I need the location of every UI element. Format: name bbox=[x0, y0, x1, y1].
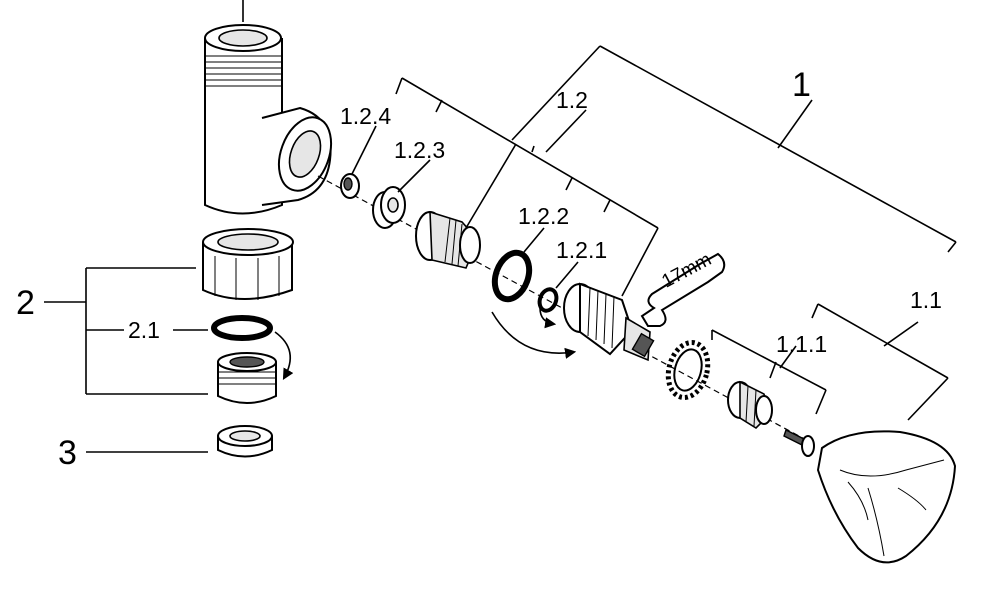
cartridge-part bbox=[415, 210, 481, 269]
label-1-2: 1.2 bbox=[556, 87, 588, 113]
o-ring-1-2-1 bbox=[537, 287, 559, 313]
label-1-1-1: 1.1.1 bbox=[776, 331, 827, 357]
o-ring-1-2-2 bbox=[491, 249, 533, 303]
handle-1-1 bbox=[816, 430, 957, 564]
valve-spindle bbox=[491, 282, 655, 362]
tee-body bbox=[204, 0, 333, 215]
screw bbox=[783, 429, 815, 457]
threaded-insert bbox=[217, 331, 294, 404]
union-nut bbox=[202, 228, 294, 300]
bracket-lines bbox=[351, 45, 957, 421]
serrated-ring bbox=[665, 340, 711, 400]
label-1-2-1: 1.2.1 bbox=[556, 237, 607, 263]
wrench-17mm-icon: 17mm bbox=[640, 249, 726, 327]
left-leader-lines bbox=[44, 267, 208, 453]
adapter-1-1-1 bbox=[727, 380, 773, 430]
washer-1-2-3 bbox=[372, 186, 406, 229]
o-ring-2-1 bbox=[211, 315, 273, 341]
label-1: 1 bbox=[792, 66, 811, 104]
label-2: 2 bbox=[16, 284, 35, 322]
nut-1-2-4 bbox=[340, 173, 360, 199]
label-2-1: 2.1 bbox=[128, 317, 160, 343]
label-1-2-3: 1.2.3 bbox=[394, 137, 445, 163]
label-1-2-4: 1.2.4 bbox=[340, 103, 391, 129]
washer-3 bbox=[217, 425, 273, 458]
label-1-1: 1.1 bbox=[910, 287, 942, 313]
label-1-2-2: 1.2.2 bbox=[518, 203, 569, 229]
label-3: 3 bbox=[58, 434, 77, 472]
